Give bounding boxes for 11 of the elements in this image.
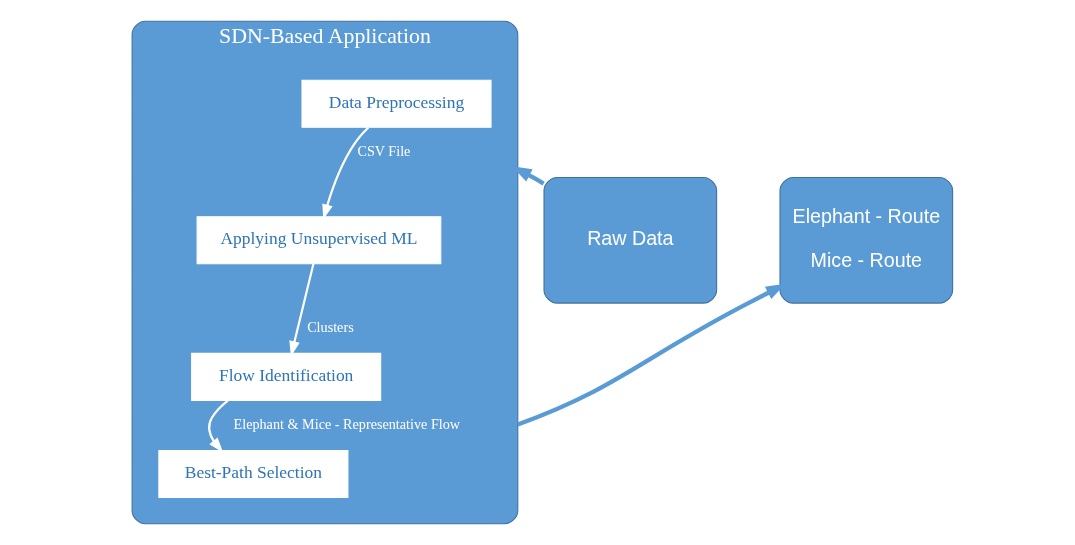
node-box: Flow Identification: [190, 352, 381, 401]
node-box: Raw Data: [542, 176, 717, 304]
edge-label: Elephant & Mice - Representative Flow: [233, 416, 460, 433]
node-box: Data Preprocessing: [300, 79, 492, 128]
node-box: Elephant - Route Mice - Route: [778, 176, 953, 304]
edge-label: CSV File: [356, 143, 410, 160]
node-box: Best-Path Selection: [157, 450, 348, 499]
edge-label: Clusters: [306, 318, 354, 335]
arrow: [207, 399, 229, 453]
node-box: Applying Unsupervised ML: [196, 216, 441, 265]
arrow: [321, 126, 369, 220]
